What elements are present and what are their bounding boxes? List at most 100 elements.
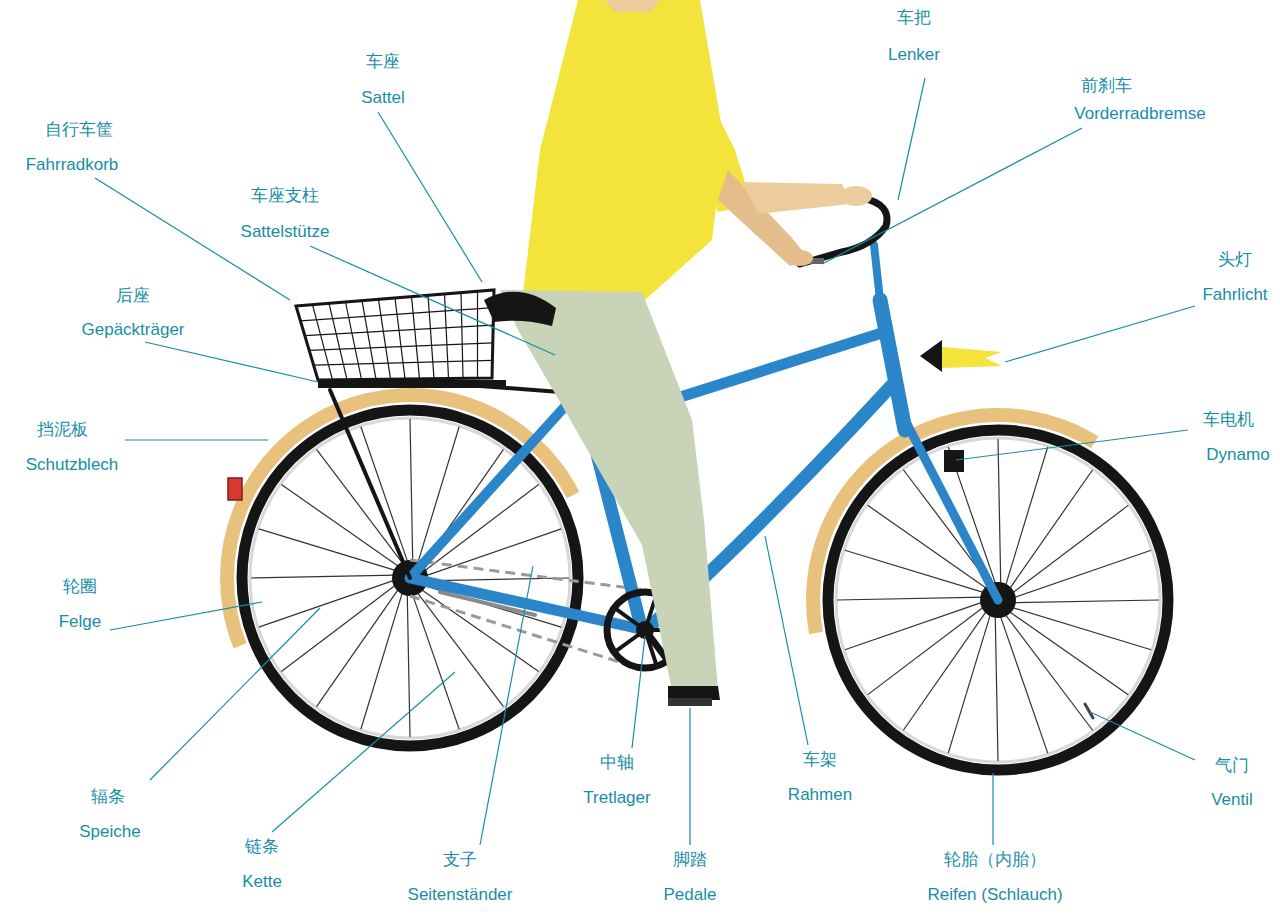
basket — [296, 290, 494, 380]
rider-hand — [840, 186, 872, 206]
part-label: 挡泥板 — [37, 420, 88, 440]
spoke — [1008, 470, 1092, 591]
part-label: 中轴 — [600, 753, 634, 773]
basket-outline — [296, 290, 494, 380]
part-label: Dynamo — [1206, 445, 1269, 465]
seat-stay — [410, 392, 578, 578]
spoke — [1000, 614, 1048, 753]
leader-line — [145, 342, 318, 382]
spoke — [416, 591, 504, 707]
spoke — [412, 592, 460, 729]
rider-hand — [787, 250, 813, 266]
leader-line — [480, 566, 533, 845]
spoke — [995, 614, 998, 761]
part-label: Felge — [59, 612, 102, 632]
spoke — [1012, 550, 1151, 598]
leader-lines — [95, 78, 1195, 845]
part-label: Gepäckträger — [82, 320, 185, 340]
leader-line — [956, 430, 1188, 460]
part-label: Sattel — [361, 88, 404, 108]
basket-wire — [314, 360, 493, 365]
basket-wire — [309, 343, 493, 351]
spoke — [845, 550, 986, 593]
part-label: Tretlager — [583, 788, 650, 808]
spoke — [948, 612, 991, 753]
part-label: Kette — [242, 872, 282, 892]
part-label: 车架 — [803, 750, 837, 770]
leader-line — [378, 112, 482, 282]
part-label: 脚踏 — [673, 850, 707, 870]
spoke — [259, 580, 396, 628]
rider-neck — [605, 0, 660, 12]
leader-line — [150, 608, 320, 780]
part-label: 轮胎（内胎） — [944, 850, 1046, 870]
basket-wire — [412, 297, 420, 379]
part-label: 支子 — [443, 850, 477, 870]
head-tube — [880, 300, 905, 430]
basket-wire — [477, 291, 478, 378]
basket-wire — [346, 302, 362, 380]
basket-wire — [379, 299, 391, 379]
leader-line — [125, 439, 268, 440]
leader-line — [898, 78, 925, 200]
basket-wire — [313, 305, 333, 380]
basket-wire — [362, 301, 376, 380]
leader-line — [689, 708, 690, 845]
basket-wire — [461, 293, 463, 379]
spoke — [259, 529, 398, 571]
part-label: 辐条 — [91, 787, 125, 807]
spoke — [361, 590, 403, 729]
handlebar — [800, 198, 887, 264]
spoke — [837, 597, 984, 600]
spoke — [998, 439, 1001, 586]
valve — [1085, 704, 1093, 718]
spoke — [1010, 607, 1151, 650]
spoke — [251, 575, 396, 578]
headlight-beam — [942, 347, 1002, 368]
spoke — [1007, 610, 1128, 694]
spoke — [1011, 505, 1129, 594]
part-label: 前刹车 — [1081, 76, 1132, 96]
leader-line — [992, 773, 993, 845]
spoke — [1005, 447, 1048, 588]
rider-shoe — [668, 686, 720, 700]
spoke — [903, 609, 987, 730]
part-label: 自行车筐 — [45, 120, 113, 140]
dynamo — [944, 450, 964, 472]
basket-wire — [329, 303, 347, 379]
spoke — [281, 584, 397, 672]
part-label: Fahrradkorb — [26, 155, 119, 175]
part-label: Rahmen — [788, 785, 852, 805]
part-label: 后座 — [116, 286, 150, 306]
leader-line — [310, 246, 555, 355]
basket-wire — [428, 295, 434, 378]
spoke — [317, 449, 405, 565]
part-label: 头灯 — [1218, 250, 1252, 270]
part-label: Reifen (Schlauch) — [927, 885, 1062, 905]
part-label: Vorderradbremse — [1074, 104, 1205, 124]
rider-shirt — [522, 0, 724, 302]
rider-pants — [500, 290, 718, 690]
spoke — [407, 592, 410, 737]
rack — [318, 380, 506, 388]
leader-line — [272, 672, 455, 832]
leader-line — [632, 636, 645, 748]
leader-line — [1005, 306, 1195, 362]
part-label: Ventil — [1211, 790, 1253, 810]
leader-line — [1090, 712, 1195, 760]
basket-wire — [305, 325, 493, 335]
leader-line — [765, 536, 808, 745]
basket-wire — [395, 298, 405, 379]
rider-arm — [742, 182, 850, 214]
part-label: Sattelstütze — [241, 222, 330, 242]
part-label: 车把 — [897, 8, 931, 28]
fork — [905, 420, 998, 600]
saddle — [484, 292, 556, 326]
spoke — [281, 485, 400, 568]
part-label: 车座 — [366, 52, 400, 72]
rack-strut — [330, 390, 410, 578]
part-label: 链条 — [245, 837, 279, 857]
spoke — [1004, 613, 1093, 731]
